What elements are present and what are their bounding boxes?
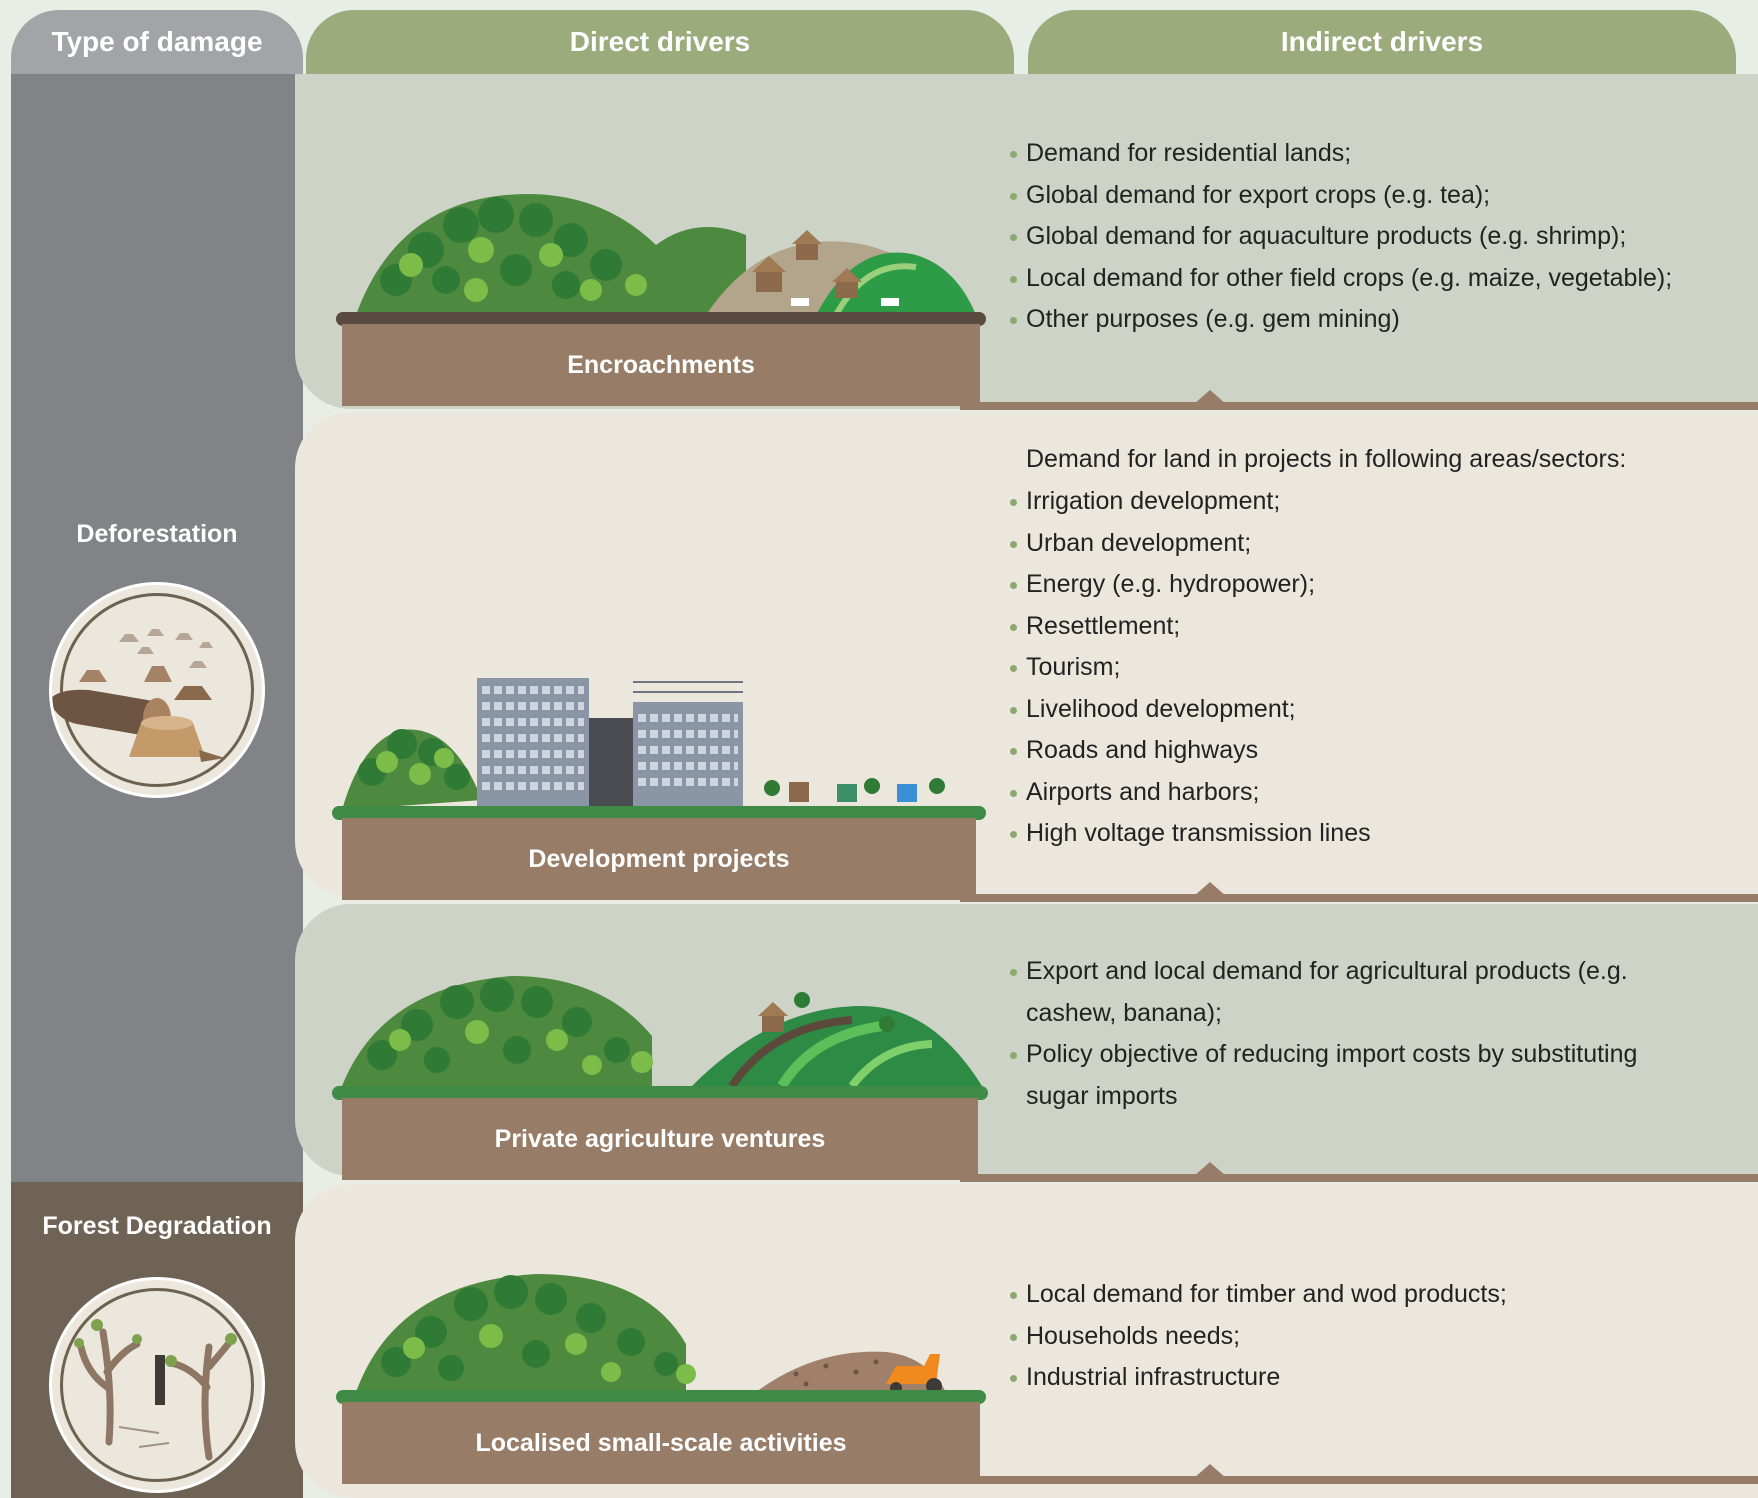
driver-item: Resettlement; [1010,606,1371,648]
development-scene: Development projects [332,662,986,902]
row-divider-arrow [1194,882,1226,896]
bare-trees-icon [74,1319,237,1461]
development-intro: Demand for land in projects in following… [1026,445,1627,473]
driver-item: Local demand for timber and wod products… [1010,1274,1507,1316]
driver-item: Airports and harbors; [1010,772,1371,814]
driver-item: Global demand for export crops (e.g. tea… [1010,175,1672,217]
driver-item: High voltage transmission lines [1010,813,1371,855]
forest-village-illustration [356,194,976,317]
row-divider-arrow [1194,1162,1226,1176]
encroachments-label: Encroachments [342,324,980,406]
forest-degradation-label: Forest Degradation [42,1212,272,1240]
driver-item: Demand for residential lands; [1010,133,1672,175]
private-agriculture-label: Private agriculture ventures [342,1098,978,1180]
header-indirect-drivers: Indirect drivers [1028,10,1736,74]
development-indirect-drivers: Irrigation development; Urban developmen… [1010,481,1371,855]
driver-item: Roads and highways [1010,730,1371,772]
driver-item: Households needs; [1010,1316,1507,1358]
header-type-of-damage: Type of damage [11,10,303,74]
row-divider-arrow [1194,390,1226,404]
deforestation-label: Deforestation [76,520,238,548]
small-scale-indirect-drivers: Local demand for timber and wod products… [1010,1274,1507,1399]
encroachment-scene: Encroachments [336,170,986,410]
driver-item: Export and local demand for agricultural… [1010,951,1690,1034]
tree-stumps-icon [52,629,225,762]
deforestation-badge [49,582,265,798]
logging-illustration [356,1274,946,1394]
development-projects-label: Development projects [342,818,976,900]
plantation-illustration [342,976,982,1089]
forest-degradation-badge [49,1277,265,1493]
encroachments-indirect-drivers: Demand for residential lands; Global dem… [1010,133,1672,341]
driver-item: Local demand for other field crops (e.g.… [1010,258,1672,300]
forest-degradation-column: Forest Degradation [11,1182,303,1498]
driver-item: Irrigation development; [1010,481,1371,523]
agriculture-indirect-drivers: Export and local demand for agricultural… [1010,951,1690,1117]
city-buildings-illustration [342,678,945,810]
header-direct-drivers: Direct drivers [306,10,1014,74]
agriculture-scene: Private agriculture ventures [332,940,988,1182]
header-direct-drivers-label: Direct drivers [569,26,751,57]
small-scale-activities-label: Localised small-scale activities [342,1402,980,1484]
driver-item: Tourism; [1010,647,1371,689]
driver-item: Urban development; [1010,523,1371,565]
driver-item: Industrial infrastructure [1010,1357,1507,1399]
header-indirect-drivers-label: Indirect drivers [1280,26,1484,57]
driver-item: Policy objective of reducing import cost… [1010,1034,1690,1117]
driver-item: Global demand for aquaculture products (… [1010,216,1672,258]
driver-item: Other purposes (e.g. gem mining) [1010,299,1672,341]
small-scale-scene: Localised small-scale activities [336,1244,986,1484]
row-divider-arrow [1194,1464,1226,1478]
driver-item: Livelihood development; [1010,689,1371,731]
header-type-of-damage-label: Type of damage [51,26,263,57]
driver-item: Energy (e.g. hydropower); [1010,564,1371,606]
deforestation-column: Deforestation [11,74,303,1182]
